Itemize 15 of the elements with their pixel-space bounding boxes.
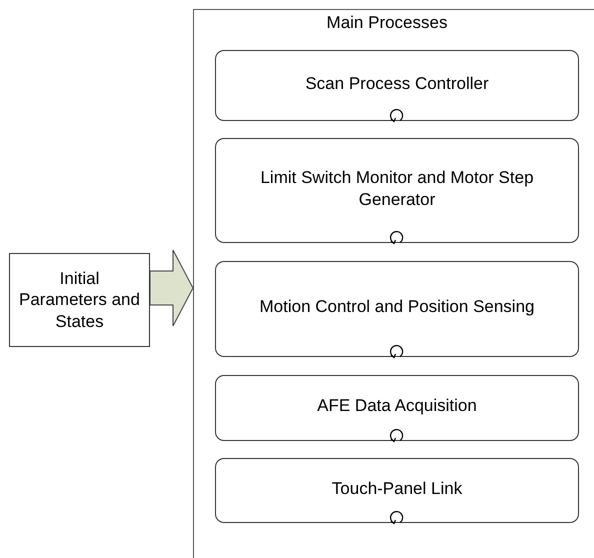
block-arrow bbox=[150, 250, 194, 326]
input-box bbox=[9, 253, 150, 347]
node-label: Limit Switch Monitor and Motor Step Generator bbox=[259, 167, 535, 210]
node-label: Scan Process Controller bbox=[305, 72, 489, 94]
process-box bbox=[215, 261, 579, 357]
node-label: Touch-Panel Link bbox=[332, 478, 462, 500]
process-box bbox=[215, 375, 579, 441]
group-title: Main Processes bbox=[326, 12, 448, 34]
process-group-panel bbox=[193, 9, 594, 558]
process-box bbox=[215, 50, 579, 121]
node-label: AFE Data Acquisition bbox=[317, 395, 477, 417]
process-box bbox=[215, 138, 579, 243]
node-label: Motion Control and Position Sensing bbox=[260, 296, 534, 318]
process-box bbox=[215, 458, 579, 523]
node-label: Initial Parameters and States bbox=[18, 268, 141, 332]
